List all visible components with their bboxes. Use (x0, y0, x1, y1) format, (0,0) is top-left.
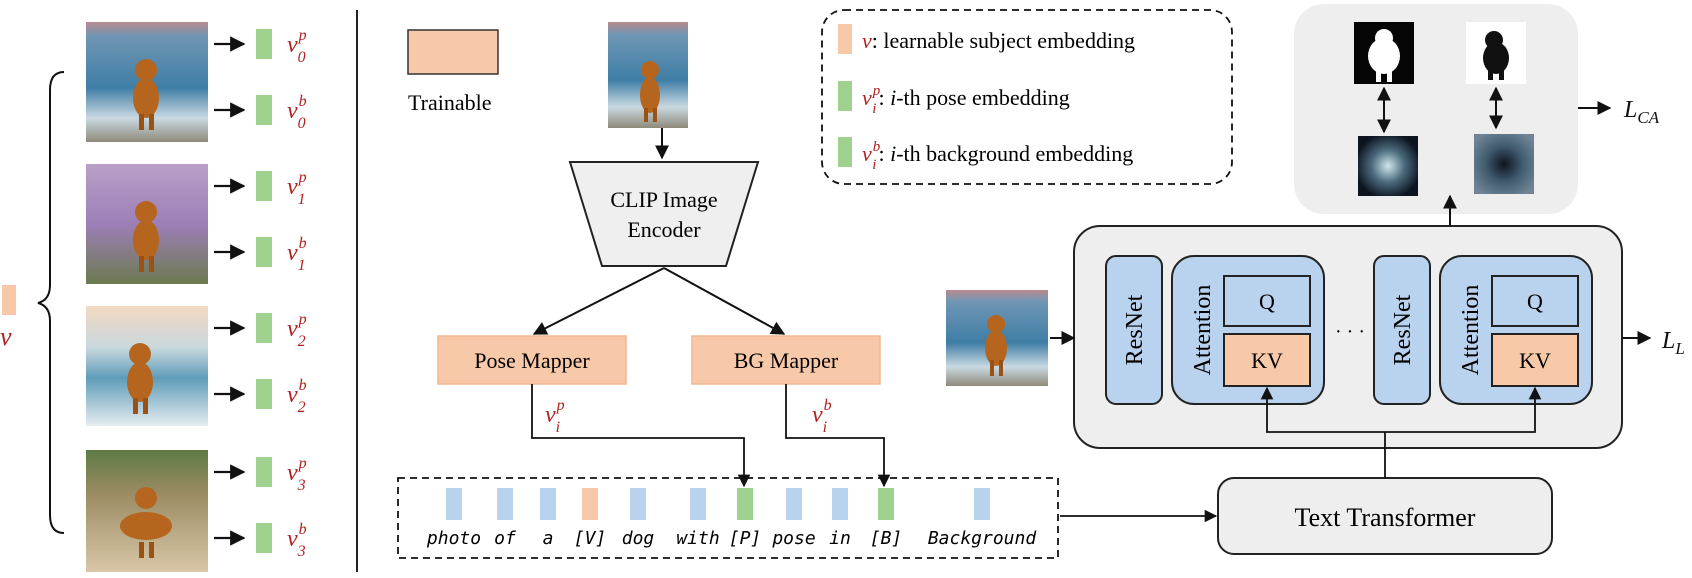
svg-text:vbi: vbi (812, 397, 832, 436)
prompt-token-word: pose (771, 528, 815, 549)
resnet-block-2-label: ResNet (1390, 294, 1416, 365)
prompt-token-swatch (832, 488, 848, 520)
prompt-token-word: [V] (574, 528, 607, 549)
prompt-token-swatch (878, 488, 894, 520)
pose-embedding-swatch (256, 457, 272, 487)
prompt-token-swatch (737, 488, 753, 520)
unet-ellipsis: · · · (1335, 321, 1365, 343)
key-value-box-1 (1223, 333, 1311, 387)
prompt-token-swatch (974, 488, 990, 520)
prompt-token-swatch (630, 488, 646, 520)
legend-swatch (838, 137, 852, 167)
arrow-bg-to-token (785, 384, 891, 488)
loss-l-label: LL (1661, 328, 1685, 358)
mask-1-image (1354, 22, 1414, 84)
dog-in-lavender-photo (86, 164, 208, 284)
bg-mapper-label: BG Mapper (734, 348, 839, 373)
key-value-box-1-label: KV (1251, 348, 1283, 373)
prompt-box (397, 477, 1059, 559)
clip-encoder-label-line2: Encoder (627, 217, 701, 242)
dog-lying-sand-photo (86, 450, 208, 572)
legend-swatch (838, 24, 852, 54)
prompt-token-swatch (690, 488, 706, 520)
prompt-token-swatch (446, 488, 462, 520)
pose-mapper-label: Pose Mapper (474, 348, 590, 373)
mask-2-image (1466, 22, 1526, 84)
prompt-token-word: dog (622, 528, 655, 549)
prompt-token-word: [P] (729, 528, 762, 549)
resnet-block-2 (1373, 255, 1431, 405)
prompt-token-word: with (676, 528, 719, 549)
background-embedding-swatch (256, 379, 272, 409)
text-transformer-label: Text Transformer (1295, 503, 1476, 532)
subject-embedding-swatch (2, 285, 16, 315)
prompt-token-swatch (582, 488, 598, 520)
loss-ca-label: LCA (1623, 97, 1660, 127)
noisy-input-dog-photo (946, 290, 1048, 386)
background-embedding-swatch (256, 523, 272, 553)
key-value-box-2 (1491, 333, 1579, 387)
legend-item-text: v: learnable subject embedding (862, 28, 1135, 53)
arrow-encoder-to-pose (532, 267, 665, 335)
symbol-legend-box (821, 9, 1233, 185)
prompt-token-word: in (829, 528, 851, 549)
dog-on-beach-photo (86, 22, 208, 142)
trainable-legend-label: Trainable (408, 90, 492, 115)
prompt-token-swatch (786, 488, 802, 520)
prompt-token-word: a (543, 528, 554, 549)
attention-map-1-image (1358, 136, 1418, 196)
query-box-1 (1223, 275, 1311, 327)
prompt-token-word: photo (426, 528, 481, 549)
input-dog-photo (608, 22, 688, 128)
subject-embedding-symbol: v (0, 322, 12, 351)
resnet-block-1-label: ResNet (1122, 294, 1148, 365)
query-box-2-label: Q (1527, 289, 1543, 314)
key-value-box-2-label: KV (1519, 348, 1551, 373)
background-embedding-swatch (256, 237, 272, 267)
prompt-token-word: of (494, 528, 516, 549)
attention-map-2-image (1474, 134, 1534, 194)
conditioning-to-kv-1 (1260, 386, 1385, 433)
pose-embedding-swatch (256, 171, 272, 201)
prompt-token-word: Background (928, 528, 1038, 549)
cross-attention-panel (1294, 4, 1578, 214)
grouping-brace (37, 71, 65, 534)
conditioning-to-kv-2 (1385, 386, 1542, 433)
svg-text:vpi: vpi (545, 397, 565, 436)
arrow-encoder-to-bg (663, 267, 786, 335)
legend-swatch (838, 81, 852, 111)
query-box-1-label: Q (1259, 289, 1275, 314)
resnet-block-1 (1105, 255, 1163, 405)
prompt-token-swatch (497, 488, 513, 520)
prompt-token-word: [B] (870, 528, 903, 549)
dog-running-surf-photo (86, 306, 208, 426)
trainable-legend-swatch (407, 29, 499, 75)
clip-image-encoder (568, 161, 760, 267)
background-embedding-swatch (256, 95, 272, 125)
attention-block-2-label: Attention (1458, 285, 1484, 376)
attention-block-1-label: Attention (1190, 285, 1216, 376)
arrow-pose-to-token (531, 384, 751, 488)
clip-encoder-label-line1: CLIP Image (610, 187, 717, 212)
pose-embedding-swatch (256, 29, 272, 59)
prompt-token-swatch (540, 488, 556, 520)
query-box-2 (1491, 275, 1579, 327)
pose-embedding-swatch (256, 313, 272, 343)
